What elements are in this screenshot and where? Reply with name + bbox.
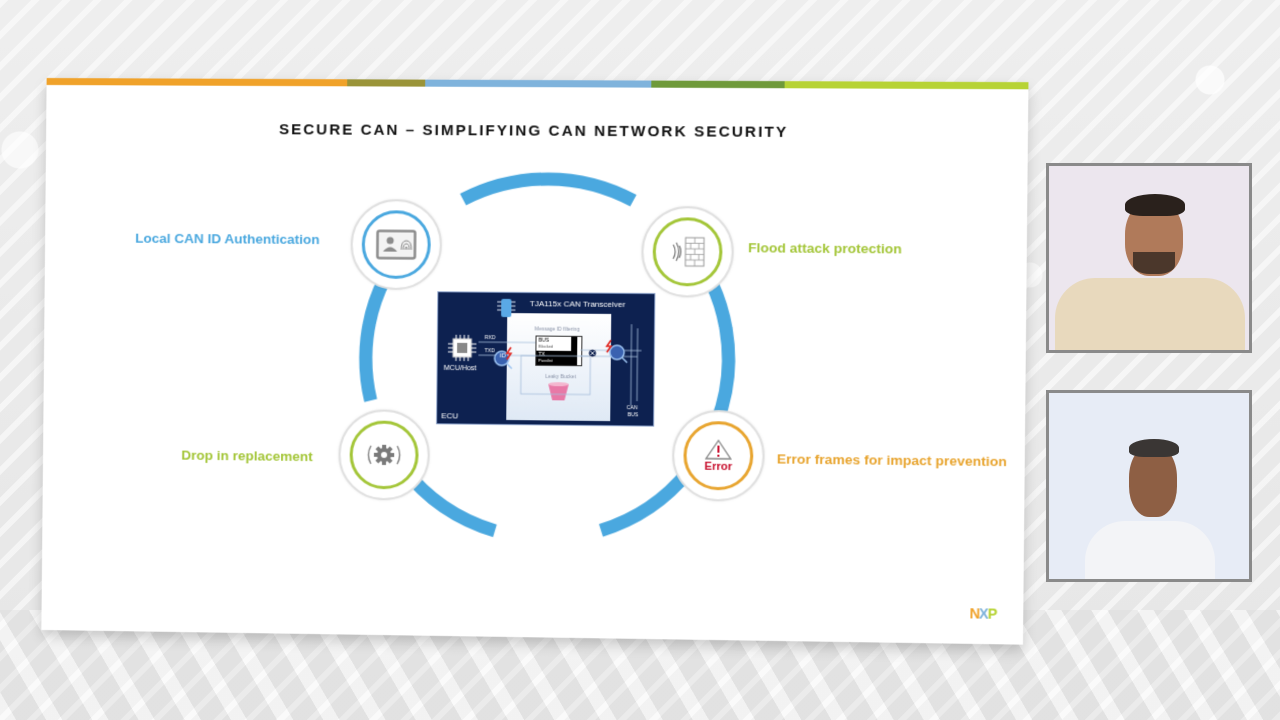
ecu-diagram: TJA115x CAN Transceiver Message ID filte…: [436, 291, 655, 426]
feature-ring-error-frames: Error: [683, 421, 753, 491]
person-hair: [1125, 194, 1185, 216]
person-shirt: [1085, 521, 1215, 582]
ring-arc-segment: [463, 179, 634, 201]
feature-ring-authentication: [361, 210, 431, 279]
firewall-signal-icon: [667, 234, 708, 269]
feature-label-error-frames: Error frames for impact prevention: [777, 451, 1007, 469]
feature-circle-drop-in: [338, 409, 430, 501]
feature-circle-authentication: [350, 199, 442, 290]
logo-x: X: [979, 605, 988, 621]
video-tile-presenter-1[interactable]: [1046, 163, 1252, 353]
id-badge-left: ID: [500, 353, 506, 359]
feature-ring-flood: [652, 217, 722, 286]
bus-label: BUS: [628, 412, 639, 418]
rxd-label: RXD: [485, 335, 496, 341]
ring-arc-segment: [365, 279, 384, 401]
warning-icon: [705, 439, 732, 460]
feature-circle-flood: [641, 206, 734, 298]
person-hair: [1129, 439, 1179, 457]
logo-p: P: [988, 605, 997, 621]
txd-label: TXD: [484, 348, 494, 354]
nxp-logo: NXP: [969, 605, 996, 622]
feature-circle-error-frames: Error: [672, 410, 765, 502]
feature-ring-drop-in: [349, 420, 419, 489]
feature-label-flood: Flood attack protection: [748, 240, 902, 256]
can-label: CAN: [627, 405, 638, 411]
ecu-label: ECU: [441, 411, 458, 420]
user-fingerprint-icon: [376, 229, 417, 260]
presentation-slide: SECURE CAN – SIMPLIFYING CAN NETWORK SEC…: [41, 78, 1028, 645]
feature-label-drop-in: Drop in replacement: [181, 448, 313, 465]
person-beard: [1133, 252, 1175, 274]
ring-arc-segment: [601, 470, 689, 531]
video-tile-presenter-2[interactable]: [1046, 390, 1252, 582]
feature-label-authentication: Local CAN ID Authentication: [135, 231, 320, 247]
gear-icon: [364, 440, 405, 471]
mcu-chip-icon: [448, 335, 477, 361]
mcu-host-label: MCU/Host: [444, 365, 477, 372]
error-text: Error: [704, 460, 732, 472]
person-shirt: [1055, 278, 1245, 353]
